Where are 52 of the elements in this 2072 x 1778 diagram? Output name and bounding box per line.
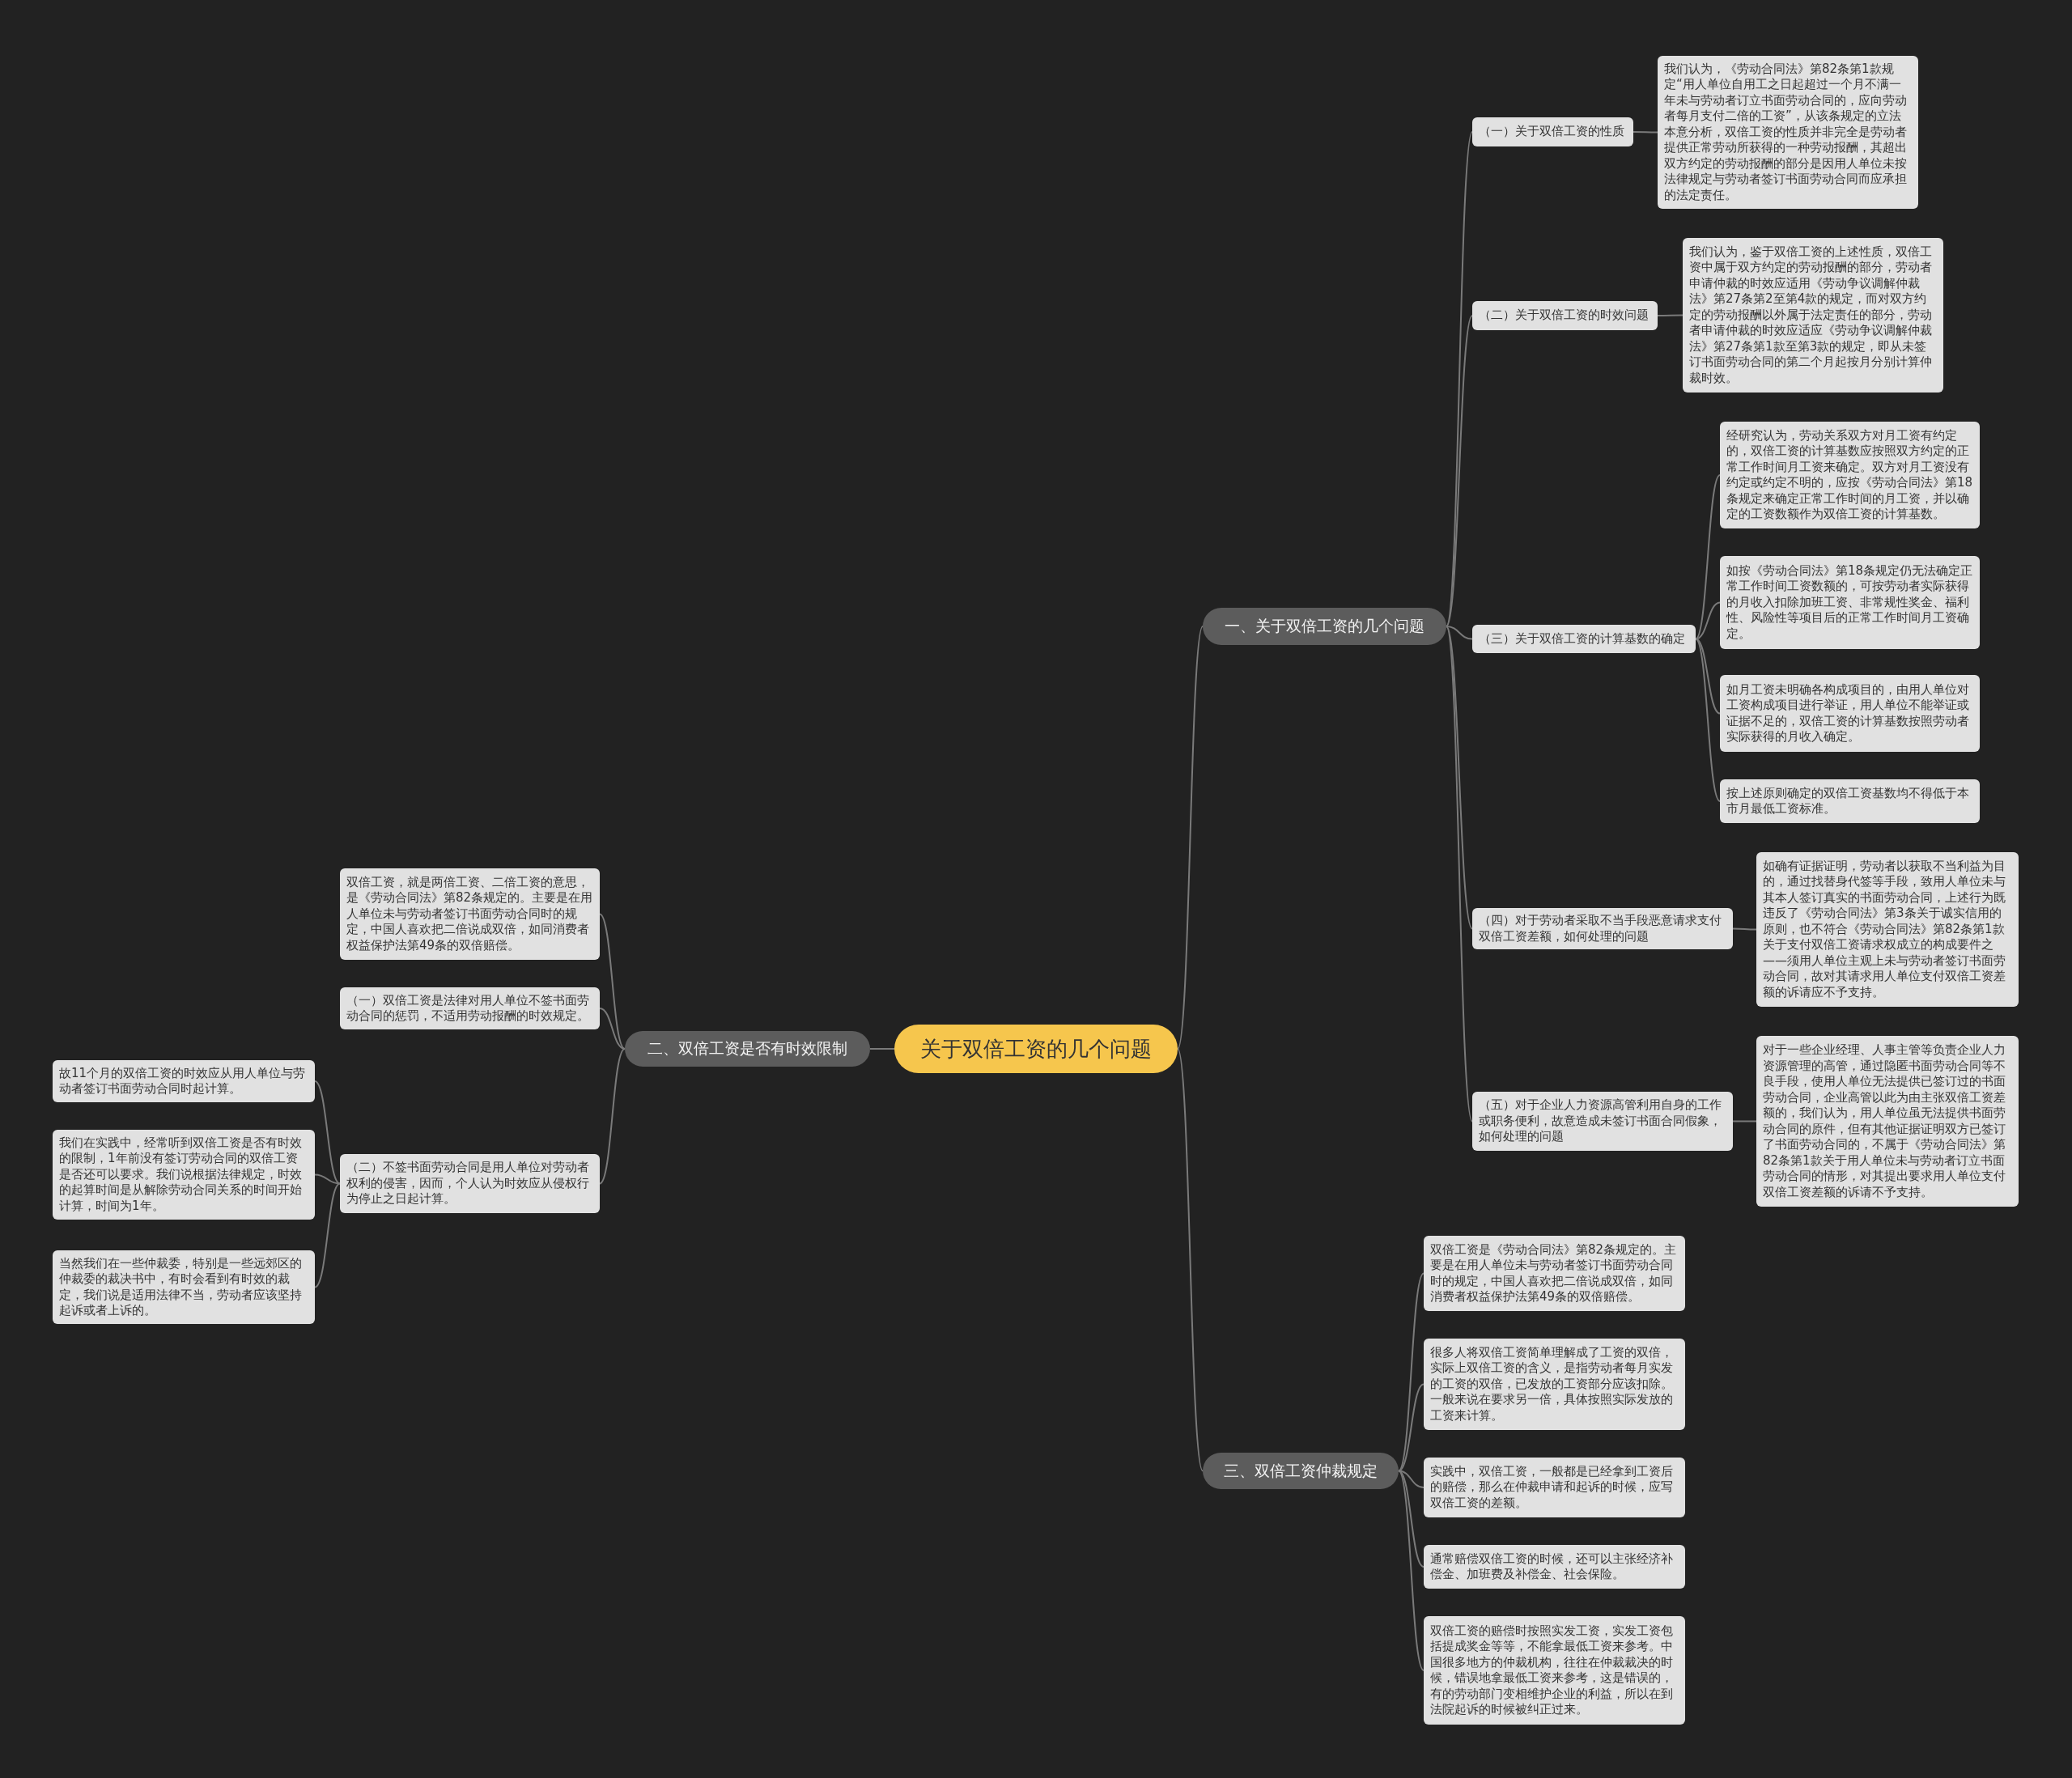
text-card: 双倍工资是《劳动合同法》第82条规定的。主要是在用人单位未与劳动者签订书面劳动合同时的规定，中国人喜欢把二倍说成双倍，如同消费者权益保护法第49条的双倍赔偿。 <box>1424 1236 1685 1311</box>
text-card: 当然我们在一些仲裁委，特别是一些远郊区的仲裁委的裁决书中，有时会看到有时效的裁定，我们说是适用法律不当，劳动者应该坚持起诉或者上诉的。 <box>53 1250 315 1324</box>
connector-line <box>599 1048 626 1185</box>
connector-line <box>1177 1048 1204 1472</box>
connector-line <box>1177 626 1204 1050</box>
connector-line <box>1398 1383 1424 1472</box>
connector-line <box>1695 638 1721 715</box>
text-card: 通常赔偿双倍工资的时候，还可以主张经济补偿金、加班费及补偿金、社会保险。 <box>1424 1545 1685 1589</box>
connector-line <box>1695 601 1721 640</box>
subtopic-box: （二）关于双倍工资的时效问题 <box>1472 301 1658 330</box>
text-card: 对于一些企业经理、人事主管等负责企业人力资源管理的高管，通过隐匿书面劳动合同等不良手段，使用人单位无法提供已签订过的书面劳动合同，企业高管以此为由主张双倍工资差额的，我们认为，用人单位虽无法提供书面劳动合同的原件，但有其他证据证明双方已签订了书面劳动合同的，不属于《劳动合同法》第82条第1款关于用人单位未与劳动者订立书面劳动合同的情形，对其提出要求用人单位支付双倍工资差额的诉请不予支持。 <box>1756 1036 2019 1207</box>
text-card: 我们认为，鉴于双倍工资的上述性质，双倍工资中属于双方约定的劳动报酬的部分，劳动者申请仲裁的时效应适用《劳动争议调解仲裁法》第27条第2至第4款的规定，而对双方约定的劳动报酬以外属于法定责任的部分，劳动者申请仲裁的时效应适应《劳动争议调解仲裁法》第27条第1款至第3款的规定，即从未签订书面劳动合同的第二个月起按月分别计算仲裁时效。 <box>1683 238 1943 393</box>
text-card: 按上述原则确定的双倍工资基数均不得低于本市月最低工资标准。 <box>1720 779 1980 823</box>
connector-line <box>1398 1470 1424 1671</box>
central-topic: 关于双倍工资的几个问题 <box>894 1025 1178 1073</box>
connector-line <box>599 913 626 1050</box>
text-card: （一）双倍工资是法律对用人单位不签书面劳动合同的惩罚，不适用劳动报酬的时效规定。 <box>340 987 600 1029</box>
connector-line <box>1633 131 1658 134</box>
text-card: 双倍工资的赔偿时按照实发工资，实发工资包括提成奖金等等，不能拿最低工资来参考。中国很多地方的仲裁机构，往往在仲裁裁决的时候，错误地拿最低工资来参考，这是错误的，有的劳动部门变相维护企业的利益，所以在到法院起诉的时候被纠正过来。 <box>1424 1616 1685 1725</box>
connector-line <box>869 1048 895 1050</box>
text-card: 我们认为，《劳动合同法》第82条第1款规定“用人单位自用工之日起超过一个月不满一年未与劳动者订立书面劳动合同的，应向劳动者每月支付二倍的工资”，从该条规定的立法本意分析，双倍工资的性质并非完全是劳动者提供正常劳动所获得的一种劳动报酬，其超出双方约定的劳动报酬的部分是因用人单位未按法律规定与劳动者签订书面劳动合同而应承担的法定责任。 <box>1658 56 1918 209</box>
text-card: 很多人将双倍工资简单理解成了工资的双倍，实际上双倍工资的含义，是指劳动者每月实发的工资的双倍，已发放的工资部分应该扣除。一般来说在要求另一倍，具体按照实际发放的工资来计算。 <box>1424 1339 1685 1430</box>
connector-line <box>1657 314 1684 316</box>
text-card: 实践中，双倍工资，一般都是已经拿到工资后的赔偿，那么在仲裁申请和起诉的时候，应写双倍工资的差额。 <box>1424 1458 1685 1517</box>
connector-line <box>1695 638 1721 802</box>
branch-topic: 三、双倍工资仲裁规定 <box>1203 1453 1399 1489</box>
connector-line <box>599 1008 626 1050</box>
connector-line <box>1446 626 1473 930</box>
branch-topic: 一、关于双倍工资的几个问题 <box>1203 608 1446 645</box>
connector-line <box>1446 315 1473 627</box>
text-card: 故11个月的双倍工资的时效应从用人单位与劳动者签订书面劳动合同时起计算。 <box>53 1060 315 1102</box>
subtopic-box: （三）关于双倍工资的计算基数的确定 <box>1472 625 1696 653</box>
connector-line <box>1446 626 1473 640</box>
connector-line <box>1446 626 1473 1122</box>
connector-line <box>1732 1120 1757 1122</box>
connector-line <box>1398 1272 1424 1472</box>
subtopic-box: （一）关于双倍工资的性质 <box>1472 117 1633 146</box>
subtopic-box: （五）对于企业人力资源高管利用自身的工作或职务便利，故意造成未签订书面合同假象，如何处理的问题 <box>1472 1092 1733 1151</box>
connector-line <box>1695 474 1721 640</box>
branch-topic: 二、双倍工资是否有时效限制 <box>625 1031 870 1067</box>
text-card: 如按《劳动合同法》第18条规定仍无法确定正常工作时间工资数额的，可按劳动者实际获得的月收入扣除加班工资、非常规性奖金、福利性、风险性等项目后的正常工作时间月工资确定。 <box>1720 556 1980 649</box>
connector-line <box>1732 927 1757 931</box>
connector-line <box>314 1080 341 1185</box>
connector-line <box>314 1173 341 1185</box>
text-card: （二）不签书面劳动合同是用人单位对劳动者权利的侵害，因而，个人认为时效应从侵权行为停止之日起计算。 <box>340 1154 600 1213</box>
text-card: 双倍工资，就是两倍工资、二倍工资的意思，是《劳动合同法》第82条规定的。主要是在用人单位未与劳动者签订书面劳动合同时的规定，中国人喜欢把二倍说成双倍，如同消费者权益保护法第49条的双倍赔偿。 <box>340 868 600 960</box>
text-card: 经研究认为，劳动关系双方对月工资有约定的，双倍工资的计算基数应按照双方约定的正常工作时间月工资来确定。双方对月工资没有约定或约定不明的，应按《劳动合同法》第18条规定来确定正常工作时间的月工资，并以确定的工资数额作为双倍工资的计算基数。 <box>1720 422 1980 528</box>
text-card: 如月工资未明确各构成项目的，由用人单位对工资构成项目进行举证，用人单位不能举证或证据不足的，双倍工资的计算基数按照劳动者实际获得的月收入确定。 <box>1720 675 1980 752</box>
text-card: 如确有证据证明，劳动者以获取不当利益为目的，通过找替身代签等手段，致用人单位未与其本人签订真实的书面劳动合同，上述行为既违反了《劳动合同法》第3条关于诚实信用的原则，也不符合《劳动合同法》第82条第1款关于支付双倍工资请求权成立的构成要件之——须用人单位主观上未与劳动者签订书面劳动合同，故对其请求用人单位支付双倍工资差额的诉请应不予支持。 <box>1756 852 2019 1007</box>
text-card: 我们在实践中，经常听到双倍工资是否有时效的限制，1年前没有签订劳动合同的双倍工资是否还可以要求。我们说根据法律规定，时效的起算时间是从解除劳动合同关系的时间开始计算，时间为1年。 <box>53 1130 315 1220</box>
subtopic-box: （四）对于劳动者采取不当手段恶意请求支付双倍工资差额，如何处理的问题 <box>1472 908 1733 949</box>
connector-line <box>314 1182 341 1288</box>
